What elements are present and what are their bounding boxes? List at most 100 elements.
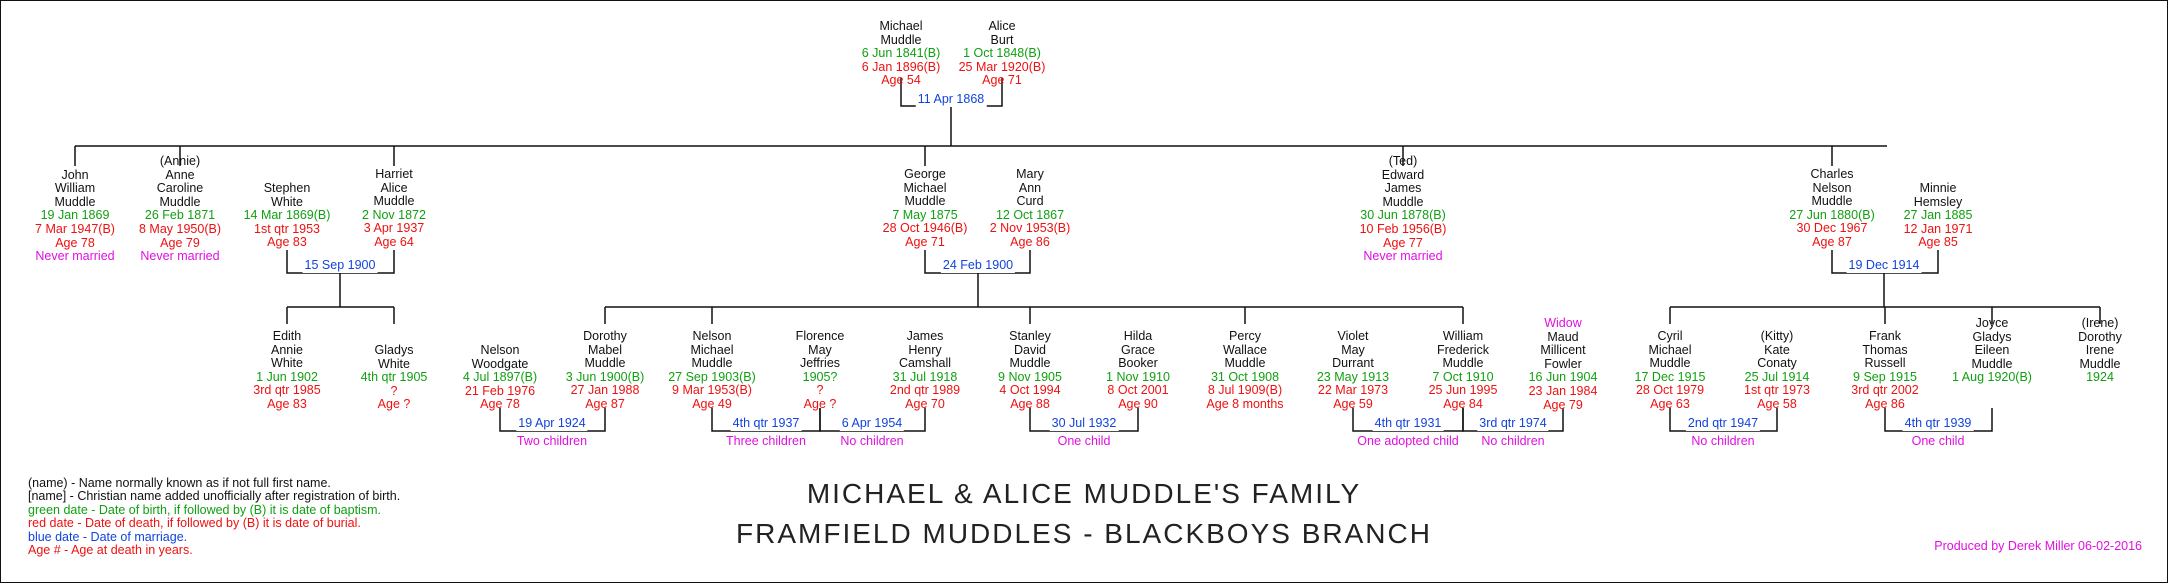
person-text: Harriet (375, 167, 413, 181)
person-text: James (906, 329, 944, 343)
person-text: 23 Jan 1984 (1528, 383, 1598, 398)
person-text: Age ? (377, 397, 411, 412)
person-text: Age ? (803, 396, 837, 411)
legend-item: Age # - Age at death in years. (28, 543, 193, 558)
person-text: (Irene) (2081, 316, 2119, 330)
person-text: 6 Jun 1841(B) (861, 46, 941, 61)
person-text: 3rd qtr 2002 (1851, 383, 1919, 398)
person-text: Durrant (1332, 356, 1374, 371)
person-text: 27 Sep 1903(B) (668, 369, 756, 384)
line-m10 (1462, 408, 1564, 432)
person-text: Camshall (898, 356, 952, 371)
person-text: Cyril (1657, 329, 1683, 343)
person-text: 6 Jan 1896(B) (861, 59, 941, 74)
person-text: Annie (271, 342, 303, 357)
person-text: Millicent (1540, 343, 1586, 358)
person-text: Age 71 (982, 73, 1022, 88)
person-text: Michael (690, 342, 734, 357)
note-three-children: Three children (726, 434, 806, 448)
person-text: Curd (1016, 194, 1044, 209)
marriage-date-m-stanley-hilda: 30 Jul 1932 (1049, 416, 1119, 431)
person-text: Thomas (1862, 342, 1908, 357)
person-text: 9 Mar 1953(B) (672, 383, 752, 398)
person-text: May (1341, 342, 1365, 357)
person-text: Grace (1120, 342, 1156, 357)
person-text: Muddle (1224, 356, 1266, 371)
note-no-children-1: No children (840, 434, 904, 448)
person-text: Muddle (1442, 356, 1484, 371)
person-text: James (1384, 181, 1422, 196)
person-text: Booker (1118, 356, 1158, 371)
person-text: Age 86 (1010, 234, 1050, 249)
person-text: Age 87 (585, 396, 625, 411)
person-text: 19 Jan 1869 (40, 208, 110, 223)
person-text: Russell (1864, 356, 1906, 371)
person-text: Muddle (880, 32, 922, 47)
person-text: Age 71 (905, 234, 945, 249)
person-text: Age 8 months (1206, 396, 1284, 411)
person-text: 30 Dec 1967 (1796, 221, 1868, 236)
title-line-2: FRAMFIELD MUDDLES - BLACKBOYS BRANCH (736, 518, 1432, 549)
person-text: White (378, 356, 410, 371)
marriage-date-m-frank-joyce: 4th qtr 1939 (1902, 416, 1974, 431)
person-text: Muddle (1649, 356, 1691, 371)
person-text: Age 83 (267, 396, 307, 411)
person-text: Muddle (691, 356, 733, 371)
person-text: 10 Feb 1956(B) (1359, 221, 1447, 236)
person-text: 12 Jan 1971 (1903, 221, 1973, 236)
person-text: Muddle (373, 194, 415, 209)
person-text: John (61, 167, 89, 182)
person-text: Age 58 (1757, 396, 1797, 411)
person-text: 26 Feb 1871 (144, 208, 216, 223)
line-m8 (1029, 408, 1139, 432)
person-text: William (54, 181, 96, 196)
person-text: Charles (1810, 167, 1854, 181)
note-no-children-3: No children (1691, 434, 1755, 448)
person-text: 27 Jan 1885 (1903, 208, 1973, 223)
person-text: White (271, 194, 303, 209)
person-text: Age 84 (1443, 396, 1483, 411)
person-text: 1st qtr 1973 (1743, 383, 1811, 398)
person-text: 12 Oct 1867 (995, 207, 1065, 222)
person-text: Maud (1547, 329, 1579, 344)
person-text: Jeffries (799, 356, 841, 371)
person-text: Age 87 (1812, 234, 1852, 249)
person-text: Stanley (1009, 329, 1051, 343)
marriage-date-m-cyril-kate: 2nd qtr 1947 (1685, 416, 1761, 431)
legend: (name) - Name normally known as if not f… (28, 476, 400, 558)
person-text: 7 Oct 1910 (1432, 369, 1494, 384)
person-text: 1905? (802, 369, 838, 384)
person-text: 1 Jun 1902 (256, 369, 318, 384)
person-text: 31 Jul 1918 (892, 369, 958, 384)
person-text: Nelson (1812, 180, 1852, 195)
person-text: Ann (1018, 180, 1042, 195)
person-text: 17 Dec 1915 (1634, 369, 1706, 384)
person-text: 25 Jul 1914 (1744, 369, 1810, 384)
person-text: Wallace (1222, 342, 1267, 357)
person-text: Muddle (159, 194, 201, 209)
person-text: Conaty (1757, 356, 1797, 371)
person-text: 28 Oct 1946(B) (882, 221, 968, 236)
person-text: Florence (795, 329, 845, 343)
marriage-date-m-charles-minnie: 19 Dec 1914 (1846, 258, 1922, 273)
person-text: Mary (1016, 167, 1044, 181)
person-text: Muddle (2079, 356, 2121, 371)
line-m5 (499, 408, 606, 432)
person-text: 9 Sep 1915 (1853, 369, 1917, 384)
note-one-child-1: One child (1057, 434, 1111, 448)
